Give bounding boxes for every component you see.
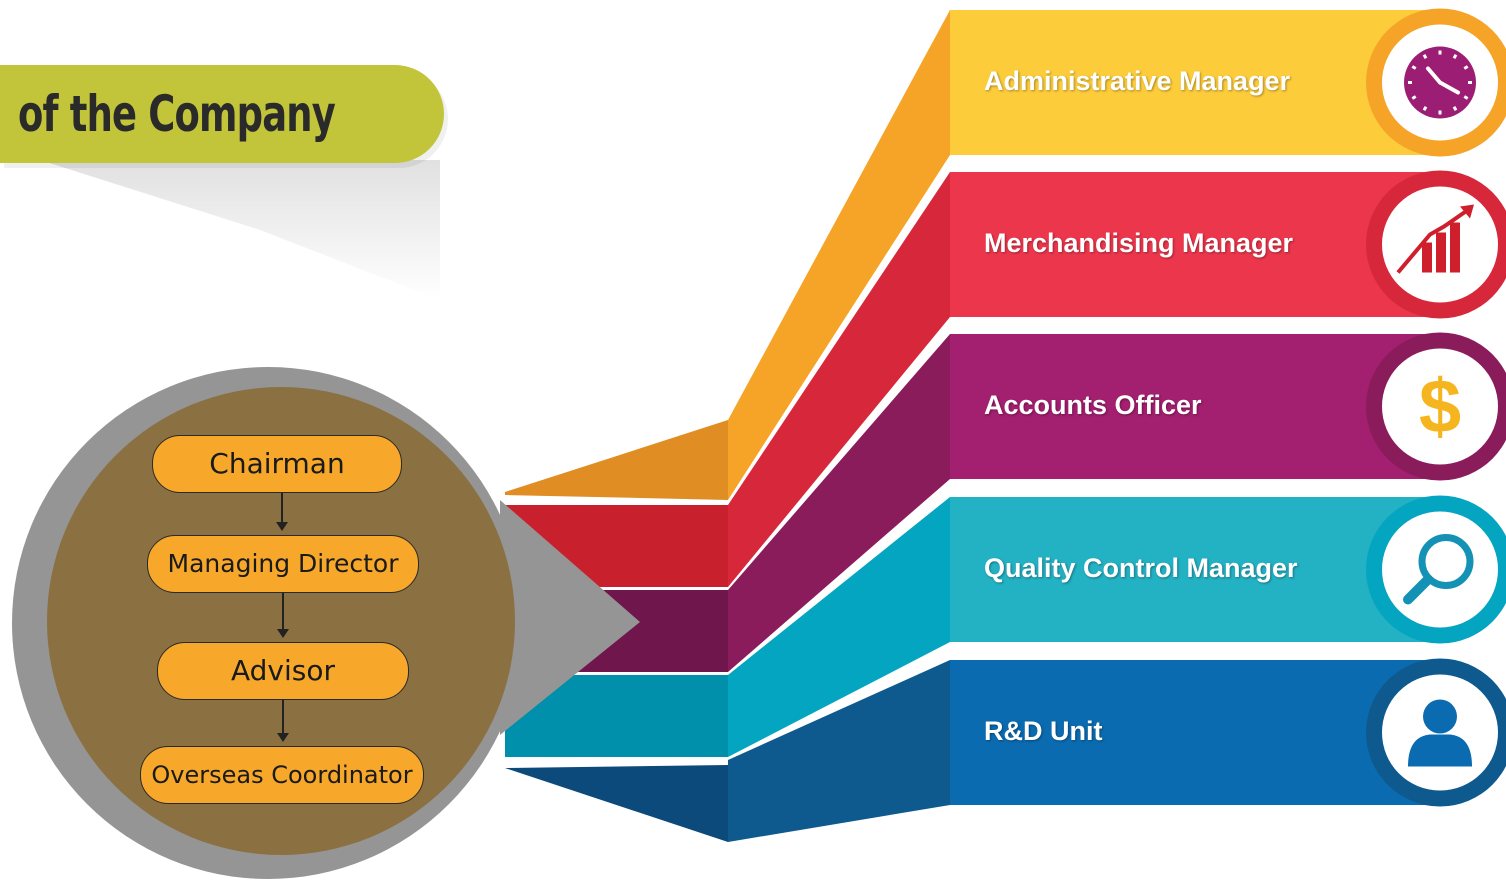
title-shadow [40, 160, 440, 300]
band-1 [505, 8, 1506, 500]
band-riser [728, 660, 950, 842]
band-label-4: Quality Control Manager [984, 552, 1298, 583]
band-riser [728, 334, 950, 672]
org-node-1: Chairman [152, 435, 402, 493]
band-tail [505, 765, 728, 842]
band-strip [950, 497, 1440, 642]
org-arrow [276, 493, 288, 531]
band-label-2: Merchandising Manager [984, 227, 1294, 258]
band-label-1: Administrative Manager [984, 65, 1291, 96]
band-label-5: R&D Unit [984, 715, 1103, 746]
band-4 [505, 495, 1506, 757]
dollar-icon: $ [1419, 365, 1461, 450]
band-2 [505, 170, 1506, 587]
band-label-3: Accounts Officer [984, 389, 1202, 420]
inner-circle [47, 387, 515, 855]
title-banner [0, 65, 444, 163]
svg-text:$: $ [1419, 365, 1461, 450]
org-arrow [277, 700, 289, 742]
person-icon [1408, 699, 1472, 767]
growth-chart-icon [1396, 204, 1474, 274]
icon-disc [1382, 348, 1498, 465]
band-riser [728, 10, 950, 500]
page-title: of the Company [18, 85, 336, 143]
org-arrow [277, 593, 289, 638]
band-strip [950, 660, 1440, 805]
band-tail [505, 675, 728, 757]
speech-pointer [500, 500, 640, 735]
icon-disc [1382, 511, 1498, 628]
band-strip [950, 334, 1440, 479]
magnifier-icon [1403, 534, 1474, 605]
band-5 [505, 658, 1506, 842]
org-node-2: Managing Director [147, 535, 419, 593]
band-tail [505, 420, 728, 500]
org-node-3: Advisor [157, 642, 409, 700]
org-node-4: Overseas Coordinator [140, 746, 424, 804]
band-riser [728, 497, 950, 757]
band-riser [728, 172, 950, 587]
band-strip [950, 10, 1440, 155]
band-strip [950, 172, 1440, 317]
clock-icon [1404, 46, 1476, 119]
